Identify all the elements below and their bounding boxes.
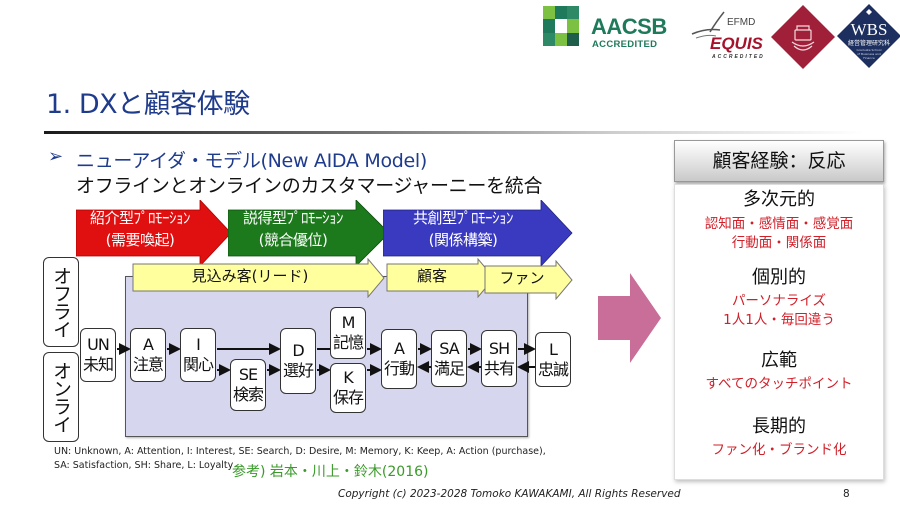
node-label: 注意 (132, 355, 164, 374)
bullet-subheading: オフラインとオンラインのカスタマージャーニーを統合 (76, 175, 543, 197)
panel-item-heading: 個別的 (752, 267, 806, 288)
node-label: 行動 (383, 359, 415, 378)
panel-item-multidimensional: 多次元的 認知面・感情面・感覚面 行動面・関係面 (675, 189, 883, 253)
panel-item-detail: すべてのタッチポイント (705, 376, 853, 392)
panel-item-broad: 広範 すべてのタッチポイント (675, 350, 883, 394)
panel-item-heading: 長期的 (752, 416, 806, 437)
promo-title: 紹介型ﾌﾟﾛﾓｰｼｮﾝ (89, 209, 191, 227)
stage-label: 見込み客(リード) (191, 267, 309, 285)
panel-item-detail: パーソナライズ (731, 293, 827, 309)
node-label: 保存 (332, 388, 364, 407)
node-code: SE (238, 365, 258, 384)
arrow-right-icon (228, 200, 390, 266)
node-attention: A 注意 (130, 328, 166, 382)
node-label: 未知 (82, 355, 114, 374)
aacsb-name: AACSB (591, 14, 667, 39)
panel-item-individual: 個別的 パーソナライズ 1人1人・毎回違う (675, 267, 883, 330)
node-label: 検索 (232, 385, 264, 404)
wbs-name: WBS (850, 20, 888, 39)
channel-online: オンライン (43, 352, 79, 442)
node-code: K (343, 368, 354, 387)
wbs-school-name: Graduate School of Business and Finance (856, 48, 882, 60)
node-keep: K 保存 (330, 363, 366, 413)
node-label: 記憶 (332, 333, 364, 352)
node-code: A (143, 335, 154, 354)
promo-arrow-cocreation: 共創型ﾌﾟﾛﾓｰｼｮﾝ (関係構築) (383, 200, 573, 266)
equis-swoosh-icon (691, 11, 725, 39)
node-satisfaction: SA 満足 (431, 330, 467, 387)
efmd-text: EFMD (727, 17, 756, 28)
panel-item-detail: 行動面・関係面 (731, 235, 827, 251)
node-code: D (292, 341, 304, 360)
wbs-subtitle: 経営管理研究科 (847, 40, 890, 47)
reference-citation: 参考) 岩本・川上・鈴木(2016) (232, 464, 429, 480)
node-label: 共有 (483, 358, 515, 378)
aacsb-mark-icon (543, 6, 579, 46)
aacsb-accredited: ACCREDITED (592, 39, 658, 50)
node-label: 選好 (282, 361, 314, 380)
node-code: M (341, 313, 356, 332)
node-desire: D 選好 (280, 328, 316, 394)
panel-item-detail: 認知面・感情面・感覚面 (704, 216, 854, 232)
node-search: SE 検索 (230, 359, 266, 411)
copyright-notice: Copyright (c) 2023-2028 Tomoko KAWAKAMI,… (338, 488, 681, 500)
promo-title: 説得型ﾌﾟﾛﾓｰｼｮﾝ (242, 209, 344, 227)
bullet-heading: ニューアイダ・モデル(New AIDA Model) (76, 150, 428, 172)
node-label: 忠誠 (537, 359, 569, 379)
panel-item-detail: ファン化・ブランド化 (711, 442, 847, 458)
panel-item-heading: 広範 (761, 350, 797, 371)
node-label: 満足 (433, 358, 465, 378)
equis-accredited: ACCREDITED (712, 54, 765, 60)
stage-arrow-lead: 見込み客(リード) (132, 258, 386, 298)
page-number: 8 (843, 488, 850, 500)
bullet-marker-icon: ➢ (48, 146, 64, 167)
wbs-logo: WBS 経営管理研究科 Graduate School of Business … (836, 3, 900, 69)
stage-label: 顧客 (416, 267, 447, 285)
node-code: SA (439, 338, 459, 358)
customer-experience-header: 顧客経験：反応 (674, 140, 884, 182)
stage-arrow-fan: ファン (484, 260, 574, 300)
arrow-right-icon (132, 258, 385, 298)
panel-item-heading: 多次元的 (743, 189, 815, 210)
node-code: UN (87, 335, 110, 354)
node-code: SH (488, 338, 510, 358)
panel-item-long-term: 長期的 ファン化・ブランド化 (675, 416, 883, 460)
node-code: A (394, 339, 405, 358)
node-unknown: UN 未知 (80, 328, 116, 382)
promo-arrow-introductory: 紹介型ﾌﾟﾛﾓｰｼｮﾝ (需要喚起) (76, 200, 232, 266)
equis-text: EQUIS (710, 34, 763, 53)
node-code: I (196, 335, 201, 354)
big-arrow-right-icon (598, 273, 661, 363)
promo-arrow-persuasive: 説得型ﾌﾟﾛﾓｰｼｮﾝ (競合優位) (228, 200, 390, 266)
waseda-logo (770, 4, 836, 70)
page-title: 1. DXと顧客体験 (46, 89, 250, 120)
waseda-crest-icon (771, 5, 835, 69)
node-loyalty: L 忠誠 (535, 332, 571, 387)
panel-item-detail: 1人1人・毎回違う (723, 312, 835, 328)
arrow-right-icon (383, 200, 573, 266)
promo-subtitle: (競合優位) (258, 231, 328, 249)
promo-title: 共創型ﾌﾟﾛﾓｰｼｮﾝ (412, 209, 514, 227)
node-share: SH 共有 (481, 330, 517, 387)
channel-offline: オフライン (43, 257, 79, 347)
node-action: A 行動 (381, 329, 417, 389)
arrow-right-icon (484, 260, 573, 300)
wbs-diamond-icon (837, 4, 900, 68)
node-label: 関心 (182, 355, 214, 374)
node-memory: M 記憶 (330, 307, 366, 359)
customer-experience-panel: 多次元的 認知面・感情面・感覚面 行動面・関係面 個別的 パーソナライズ 1人1… (674, 184, 884, 480)
aacsb-logo: AACSB ACCREDITED (543, 6, 671, 52)
title-divider (44, 131, 864, 134)
promo-subtitle: (需要喚起) (105, 231, 175, 249)
promo-subtitle: (関係構築) (428, 231, 498, 249)
node-interest: I 関心 (180, 328, 216, 382)
stage-label: ファン (499, 269, 545, 287)
arrow-right-icon (76, 200, 232, 266)
abbreviation-legend: UN: Unknown, A: Attention, I: Interest, … (54, 446, 546, 471)
equis-logo: EFMD EQUIS ACCREDITED (690, 8, 768, 60)
node-code: L (549, 339, 558, 359)
